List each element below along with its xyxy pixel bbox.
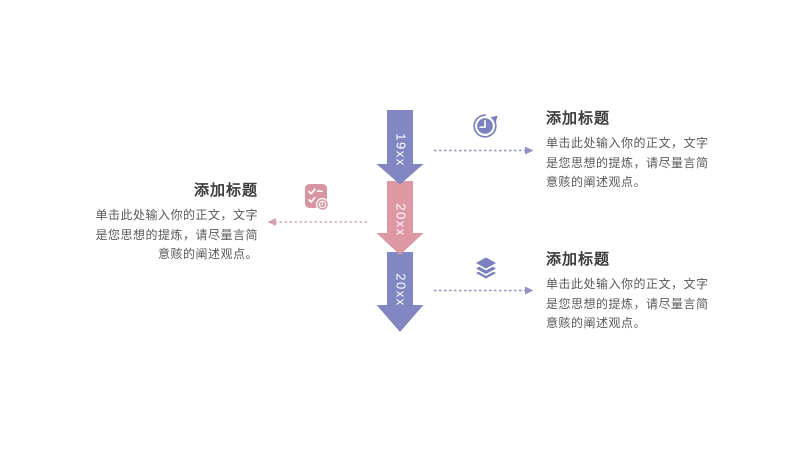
body-line: 意赅的阐述观点。 (546, 175, 647, 189)
content-block-middle-left: 添加标题 单击此处输入你的正文，文字 是您思想的提炼，请尽量言简 意赅的阐述观点… (95, 182, 258, 265)
body-line: 是您思想的提炼，请尽量言简 (95, 227, 258, 242)
timeline-arrow-3 (376, 252, 424, 332)
timeline-arrow-2 (376, 181, 424, 255)
block-title: 添加标题 (546, 110, 611, 127)
connector-middle-left (267, 218, 367, 226)
layers-icon (472, 255, 500, 281)
body-line: 意赅的阐述观点。 (546, 316, 647, 330)
timeline-label-1: 19xx (394, 133, 409, 166)
body-line: 是您思想的提炼，请尽量言简 (546, 296, 709, 311)
connector-top-right (434, 146, 534, 155)
body-line: 单击此处输入你的正文，文字 (546, 136, 709, 150)
block-body: 单击此处输入你的正文，文字 是您思想的提炼，请尽量言简 意赅的阐述观点。 (546, 275, 709, 334)
content-block-bottom-right: 添加标题 单击此处输入你的正文，文字 是您思想的提炼，请尽量言简 意赅的阐述观点… (546, 251, 709, 334)
body-line: 单击此处输入你的正文，文字 (95, 208, 258, 222)
task-checklist-clock-icon (305, 184, 330, 212)
content-block-top-right: 添加标题 单击此处输入你的正文，文字 是您思想的提炼，请尽量言简 意赅的阐述观点… (546, 110, 709, 193)
block-body: 单击此处输入你的正文，文字 是您思想的提炼，请尽量言简 意赅的阐述观点。 (95, 206, 258, 265)
body-line: 单击此处输入你的正文，文字 (546, 277, 709, 291)
block-title: 添加标题 (546, 251, 611, 268)
timeline-label-3: 20xx (394, 273, 409, 306)
timeline-arrow-1 (376, 110, 424, 185)
clock-history-icon (473, 114, 498, 138)
block-body: 单击此处输入你的正文，文字 是您思想的提炼，请尽量言简 意赅的阐述观点。 (546, 134, 709, 193)
body-line: 意赅的阐述观点。 (157, 247, 258, 261)
timeline-label-2: 20xx (394, 203, 409, 236)
body-line: 是您思想的提炼，请尽量言简 (546, 155, 709, 170)
connector-bottom-right (434, 286, 534, 295)
block-title: 添加标题 (193, 182, 258, 199)
